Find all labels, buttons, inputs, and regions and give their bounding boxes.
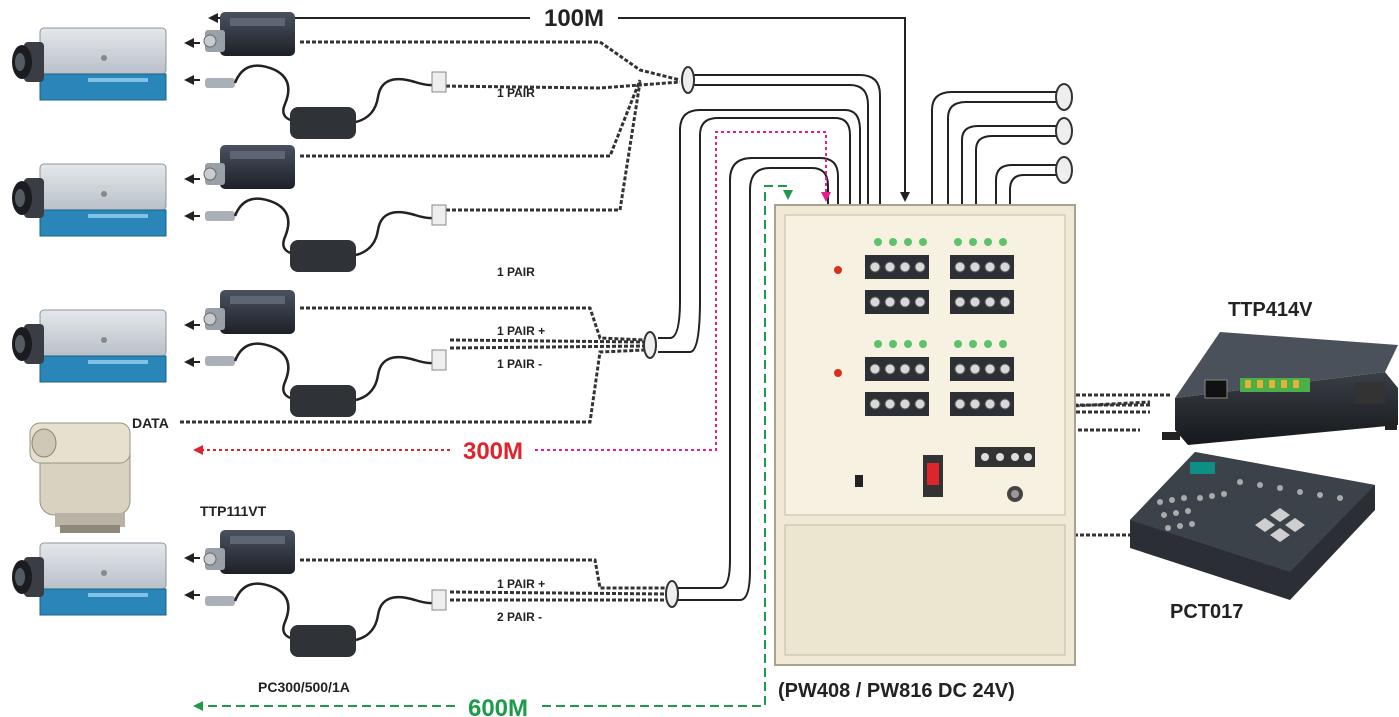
led-indicator bbox=[874, 340, 882, 348]
terminal-block bbox=[950, 357, 1014, 381]
led-indicator bbox=[919, 340, 927, 348]
receiver-model-label: TTP414V bbox=[1228, 299, 1313, 321]
power-adapter-icon bbox=[205, 342, 447, 417]
pair-label-3-plus: 1 PAIR + bbox=[497, 324, 545, 338]
led-indicator bbox=[889, 340, 897, 348]
pair-label-3-minus: 1 PAIR - bbox=[497, 357, 542, 371]
video-balun-icon bbox=[203, 530, 295, 574]
video-balun-icon bbox=[203, 290, 295, 334]
led-indicator bbox=[919, 238, 927, 246]
led-indicator bbox=[904, 340, 912, 348]
distance-100m-label: 100M bbox=[544, 5, 604, 32]
led-indicator bbox=[954, 340, 962, 348]
power-box-model-label: (PW408 / PW816 DC 24V) bbox=[778, 680, 1015, 702]
power-adapter-model-label: PC300/500/1A bbox=[258, 679, 350, 695]
terminal-block bbox=[950, 392, 1014, 416]
led-indicator bbox=[874, 238, 882, 246]
pair-label-4-plus: 1 PAIR + bbox=[497, 577, 545, 591]
terminal-block bbox=[865, 357, 929, 381]
led-indicator bbox=[889, 238, 897, 246]
ptz-camera-icon bbox=[29, 422, 131, 533]
cable-bundles bbox=[658, 74, 1060, 601]
transceiver-model-label: TTP111VT bbox=[200, 503, 267, 519]
transceivers-and-adapters bbox=[203, 12, 447, 657]
led-indicator bbox=[954, 238, 962, 246]
video-balun-icon bbox=[203, 145, 295, 189]
led-indicator bbox=[999, 238, 1007, 246]
distance-600m-label: 600M bbox=[468, 695, 528, 717]
box-camera-icon bbox=[12, 27, 200, 101]
pair-label-4-minus: 2 PAIR - bbox=[497, 610, 542, 624]
led-indicator bbox=[984, 238, 992, 246]
led-indicator bbox=[969, 238, 977, 246]
pair-label-1: 1 PAIR bbox=[497, 86, 535, 100]
controller-model-label: PCT017 bbox=[1170, 601, 1243, 623]
terminal-block bbox=[865, 255, 929, 279]
distance-300m-line bbox=[193, 131, 831, 455]
power-adapter-icon bbox=[205, 64, 447, 139]
cable-end-caps bbox=[643, 66, 1073, 608]
terminal-block bbox=[950, 290, 1014, 314]
video-receiver-hub-icon bbox=[1162, 332, 1398, 445]
terminal-block bbox=[865, 290, 929, 314]
distance-300m-label: 300M bbox=[463, 438, 523, 465]
led-indicator bbox=[904, 238, 912, 246]
terminal-block bbox=[950, 255, 1014, 279]
box-camera-icon bbox=[12, 542, 200, 616]
led-indicator bbox=[984, 340, 992, 348]
keyboard-controller-icon bbox=[1130, 452, 1375, 600]
data-label: DATA bbox=[132, 415, 169, 431]
led-indicator bbox=[999, 340, 1007, 348]
video-balun-icon bbox=[203, 12, 295, 56]
power-adapter-icon bbox=[205, 197, 447, 272]
power-adapter-icon bbox=[205, 582, 447, 657]
box-camera-icon bbox=[12, 309, 200, 383]
terminal-block bbox=[865, 392, 929, 416]
distance-600m-line bbox=[193, 185, 793, 711]
led-indicator bbox=[969, 340, 977, 348]
pair-label-2: 1 PAIR bbox=[497, 265, 535, 279]
box-camera-icon bbox=[12, 163, 200, 237]
power-supply-box-icon bbox=[774, 204, 1076, 666]
box-cameras bbox=[12, 27, 200, 616]
